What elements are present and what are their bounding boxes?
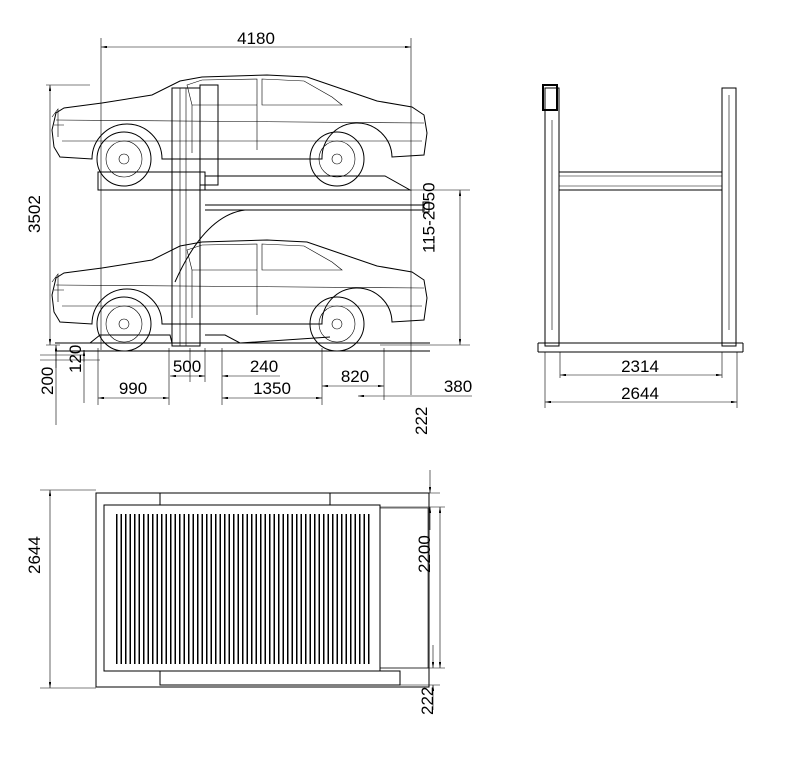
- deck-slat: [183, 514, 185, 664]
- dim-top-overall-width: 2644: [25, 536, 44, 574]
- deck-slat: [354, 514, 356, 664]
- deck-slat: [170, 514, 172, 664]
- deck-slat: [278, 514, 280, 664]
- deck-slat: [323, 514, 325, 664]
- deck-slat: [129, 514, 131, 664]
- deck-slat: [341, 514, 343, 664]
- deck-slat: [210, 514, 212, 664]
- dim-base-height: 200: [38, 367, 57, 395]
- upper-car: [51, 74, 428, 187]
- deck-slat: [318, 514, 320, 664]
- deck-slat: [327, 514, 329, 664]
- deck-slat: [233, 514, 235, 664]
- deck-slat: [179, 514, 181, 664]
- deck-slat: [228, 514, 230, 664]
- dim-inner-width: 2314: [621, 357, 659, 376]
- deck-slat: [264, 514, 266, 664]
- deck-slat: [273, 514, 275, 664]
- deck-slat: [359, 514, 361, 664]
- top-view: 2644 2200 222 222: [25, 407, 445, 715]
- deck-slat: [350, 514, 352, 664]
- deck-slat: [363, 514, 365, 664]
- deck-slat: [125, 514, 127, 664]
- deck-slat: [305, 514, 307, 664]
- dim-bottom-offset: 222: [418, 687, 437, 715]
- deck-slat: [246, 514, 248, 664]
- deck-slat: [152, 514, 154, 664]
- deck-slat: [134, 514, 136, 664]
- deck-slat: [282, 514, 284, 664]
- dim-rear-gap: 990: [119, 379, 147, 398]
- right-column: [721, 87, 737, 347]
- deck-slat: [296, 514, 298, 664]
- bottom-post-assembly: [159, 670, 401, 686]
- dim-overall-length: 4180: [237, 29, 275, 48]
- deck-slat: [345, 514, 347, 664]
- dimension-lines: [40, 38, 472, 425]
- deck-slat: [269, 514, 271, 664]
- deck-slat: [332, 514, 334, 664]
- deck-slat: [242, 514, 244, 664]
- dim-front-overhang: 380: [444, 377, 472, 396]
- deck-slat: [260, 514, 262, 664]
- deck-slat: [156, 514, 158, 664]
- platform-slats: [116, 514, 370, 664]
- deck-slat: [237, 514, 239, 664]
- deck-slat: [116, 514, 118, 664]
- dim-outer-width: 2644: [621, 384, 659, 403]
- deck-slat: [291, 514, 293, 664]
- deck-slat: [215, 514, 217, 664]
- dim-top-offset: 222: [412, 407, 431, 435]
- left-column: [544, 87, 560, 347]
- deck-slat: [224, 514, 226, 664]
- deck-slat: [314, 514, 316, 664]
- front-view: 2314 2644: [537, 84, 744, 408]
- top-post-assembly: [159, 492, 331, 506]
- deck-slat: [255, 514, 257, 664]
- side-view: 4180 3502 115-2050 500 240 990 1350 820 …: [25, 29, 472, 425]
- deck-slat: [300, 514, 302, 664]
- dim-lift-range: 115-2050: [420, 182, 439, 253]
- dim-platform-span: 1350: [253, 379, 291, 398]
- deck-slat: [174, 514, 176, 664]
- deck-slat: [161, 514, 163, 664]
- deck-slat: [192, 514, 194, 664]
- lower-car: [51, 239, 428, 352]
- dim-post-width: 500: [173, 357, 201, 376]
- deck-slat: [251, 514, 253, 664]
- deck-slat: [336, 514, 338, 664]
- deck-slat: [206, 514, 208, 664]
- deck-slat: [287, 514, 289, 664]
- deck-slat: [201, 514, 203, 664]
- deck-slat: [368, 514, 370, 664]
- deck-slat: [165, 514, 167, 664]
- deck-slat: [188, 514, 190, 664]
- platform: [558, 171, 723, 191]
- dim-platform-width: 2200: [415, 535, 434, 573]
- dim-overall-height: 3502: [25, 195, 44, 233]
- dim-post-offset: 240: [250, 357, 278, 376]
- deck-slat: [120, 514, 122, 664]
- deck-slat: [147, 514, 149, 664]
- deck-slat: [197, 514, 199, 664]
- deck-slat: [138, 514, 140, 664]
- deck-slat: [219, 514, 221, 664]
- deck-slat: [309, 514, 311, 664]
- dim-platform-thickness: 120: [66, 345, 85, 373]
- dim-front-gap: 820: [341, 367, 369, 386]
- deck-slat: [143, 514, 145, 664]
